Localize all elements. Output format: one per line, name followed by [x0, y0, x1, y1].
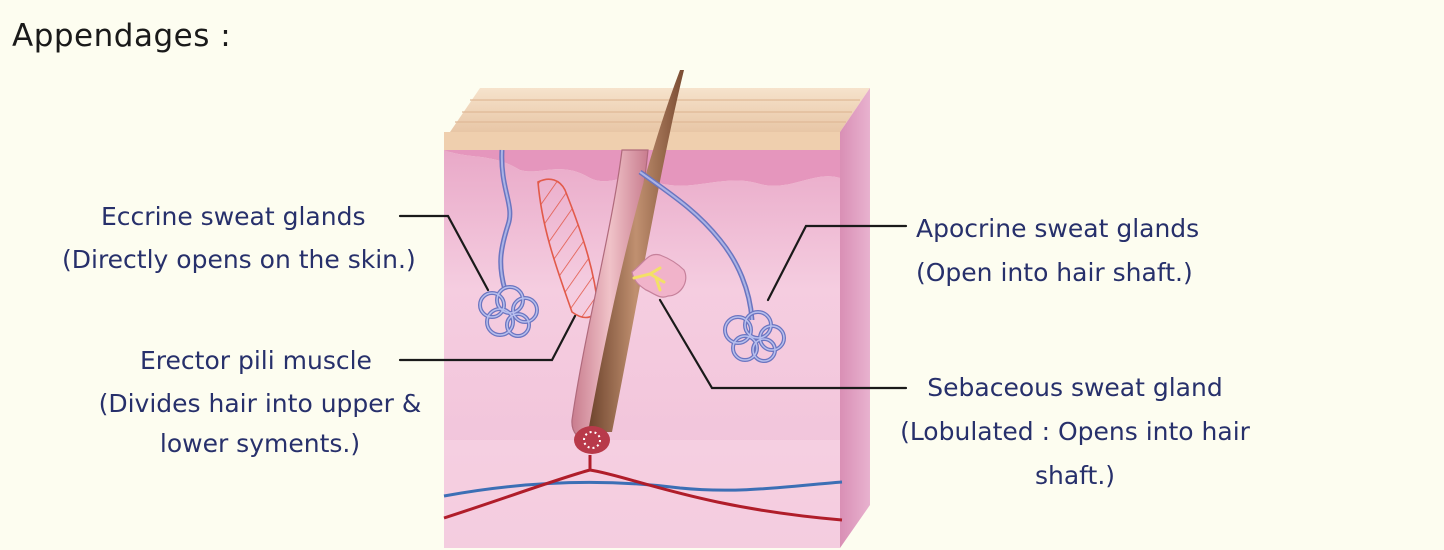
erector-note: (Divides hair into upper & lower syments… — [90, 382, 430, 466]
sebaceous-label: Sebaceous sweat gland (Lobulated : Opens… — [880, 366, 1270, 498]
apocrine-sweat-gland — [638, 169, 786, 363]
hair-shaft — [588, 70, 684, 432]
sebaceous-title: Sebaceous sweat gland — [927, 373, 1223, 402]
sebaceous-leader-line — [658, 298, 908, 390]
erector-note-line2: lower syments.) — [159, 429, 361, 458]
sebaceous-note-line2: shaft.) — [1034, 461, 1116, 490]
sebaceous-note-line1: (Lobulated : Opens into hair — [900, 417, 1250, 446]
erector-note-line1: (Divides hair into upper & — [98, 389, 422, 418]
page-title: Appendages : — [12, 18, 232, 54]
erector-label: Erector pili muscle — [140, 339, 372, 383]
eccrine-note: (Directly opens on the skin.) — [62, 238, 416, 282]
eccrine-leader-line — [398, 214, 490, 292]
hair-bulb — [574, 426, 610, 454]
epidermis-surface — [450, 88, 870, 132]
epidermis-layer — [444, 132, 840, 152]
erector-leader-line — [398, 314, 577, 362]
apocrine-label: Apocrine sweat glands (Open into hair sh… — [916, 207, 1199, 295]
eccrine-label: Eccrine sweat glands — [101, 195, 365, 239]
vein — [443, 480, 843, 498]
apocrine-note: (Open into hair shaft.) — [916, 258, 1193, 287]
eccrine-title: Eccrine sweat glands — [101, 202, 366, 231]
eccrine-sweat-gland — [478, 149, 539, 338]
apocrine-title: Apocrine sweat glands — [916, 214, 1200, 243]
eccrine-note-text: (Directly opens on the skin.) — [62, 245, 416, 274]
artery — [443, 468, 843, 522]
erector-title: Erector pili muscle — [140, 346, 372, 375]
block-side-face — [840, 88, 870, 548]
apocrine-leader-line — [766, 224, 908, 302]
sebaceous-gland — [631, 253, 687, 298]
